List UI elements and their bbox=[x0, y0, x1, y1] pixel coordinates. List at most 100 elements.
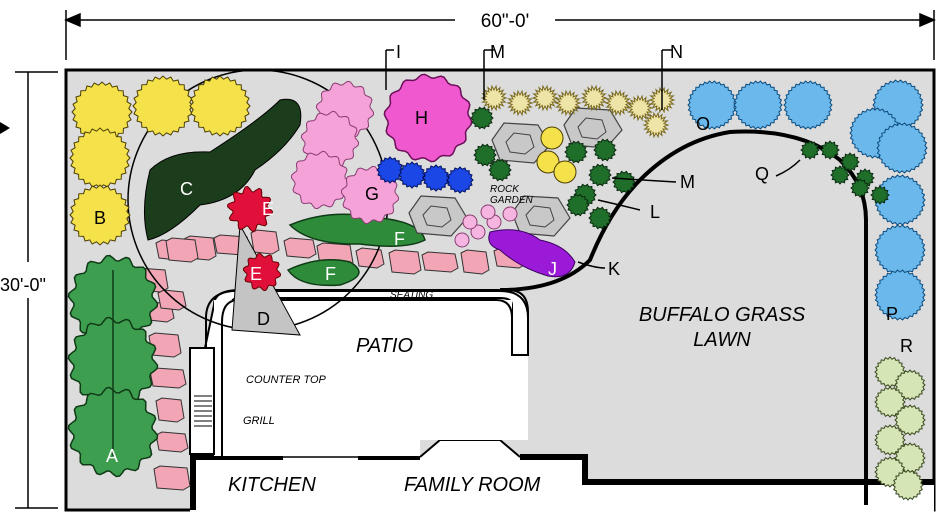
plant-f bbox=[288, 213, 426, 247]
label-rock-line2: GARDEN bbox=[490, 195, 534, 206]
plant-h bbox=[383, 73, 473, 163]
paving-stone bbox=[155, 397, 185, 423]
plant-n bbox=[604, 89, 632, 117]
plant-label-l: L bbox=[650, 202, 660, 222]
plant-m bbox=[588, 163, 612, 187]
plant-label-m1: M bbox=[490, 42, 505, 62]
plant-label-j: J bbox=[548, 259, 557, 279]
rock-facet bbox=[505, 132, 535, 155]
plant-b bbox=[69, 127, 131, 189]
plant-label-m2: M bbox=[680, 172, 695, 192]
label-kitchen: KITCHEN bbox=[228, 474, 316, 496]
plant-label-a: A bbox=[106, 446, 118, 466]
plant-blue bbox=[422, 164, 450, 192]
rock-facet bbox=[422, 205, 452, 228]
label-grill: GRILL bbox=[243, 415, 275, 427]
plant-p bbox=[876, 122, 928, 174]
leader-lines bbox=[385, 49, 801, 269]
plant-label-b: B bbox=[94, 208, 106, 228]
rock-facet bbox=[577, 117, 607, 140]
plant-b bbox=[69, 184, 131, 246]
plant-r bbox=[874, 386, 906, 418]
label-lawn-line2: LAWN bbox=[693, 329, 751, 351]
rock-facet bbox=[525, 205, 555, 228]
plant-label-f1: F bbox=[394, 229, 405, 249]
plantings bbox=[67, 69, 928, 501]
plant-p bbox=[874, 224, 926, 276]
seating-wall bbox=[205, 290, 529, 456]
plant-r bbox=[894, 404, 926, 436]
plant-m bbox=[588, 206, 612, 230]
house-wall bbox=[190, 454, 934, 510]
plant-q bbox=[830, 165, 850, 185]
plant-c bbox=[143, 98, 302, 241]
plant-k bbox=[454, 232, 470, 248]
plant-m bbox=[488, 158, 512, 182]
plant-l bbox=[553, 160, 577, 184]
plant-k bbox=[462, 214, 478, 230]
plant-n bbox=[506, 89, 534, 117]
plant-r bbox=[894, 369, 926, 401]
width-dimension bbox=[64, 10, 936, 60]
plant-m bbox=[473, 143, 497, 167]
plant-g bbox=[300, 110, 360, 170]
plant-label-n: N bbox=[670, 42, 683, 62]
height-label: 30'-0" bbox=[0, 275, 46, 295]
paving-stone bbox=[250, 229, 280, 255]
label-rock-line1: ROCK bbox=[490, 184, 520, 195]
plant-f bbox=[286, 259, 360, 287]
plant-label-o: O bbox=[696, 114, 710, 134]
plant-n bbox=[642, 111, 670, 139]
plant-n bbox=[554, 89, 582, 117]
plant-label-e2: E bbox=[250, 264, 262, 284]
plant-label-r: R bbox=[900, 336, 913, 356]
plant-o bbox=[783, 80, 833, 130]
plant-r bbox=[892, 469, 924, 501]
plant-n bbox=[480, 84, 508, 112]
plant-label-p: P bbox=[886, 304, 898, 324]
plant-label-g: G bbox=[365, 184, 379, 204]
plant-label-d: D bbox=[257, 309, 270, 329]
label-lawn-line1: BUFFALO GRASS bbox=[639, 304, 806, 326]
plant-m bbox=[612, 170, 636, 194]
plant-l bbox=[536, 150, 560, 174]
plant-e bbox=[242, 252, 282, 292]
paving-stone bbox=[157, 289, 187, 311]
plant-blue bbox=[398, 161, 426, 189]
plant-label-e1: E bbox=[262, 199, 274, 219]
plant-l bbox=[540, 126, 564, 150]
patio-floor bbox=[214, 300, 528, 456]
plant-n bbox=[531, 84, 559, 112]
paving-stone bbox=[165, 237, 199, 263]
paving-stones bbox=[131, 229, 527, 491]
plant-m bbox=[470, 106, 494, 130]
paving-stone bbox=[153, 465, 191, 491]
plant-o bbox=[687, 80, 737, 130]
plant-m bbox=[564, 140, 588, 164]
paving-stone bbox=[421, 251, 459, 273]
paving-stone bbox=[460, 249, 490, 275]
plant-blue bbox=[446, 166, 474, 194]
plant-q bbox=[870, 185, 890, 205]
label-seating: SEATING bbox=[390, 290, 433, 301]
plant-m bbox=[593, 138, 617, 162]
plant-label-q: Q bbox=[755, 164, 769, 184]
plant-q bbox=[840, 152, 860, 172]
plant-n bbox=[580, 84, 608, 112]
plant-n bbox=[626, 94, 654, 122]
plant-b bbox=[189, 75, 251, 137]
plant-e bbox=[226, 185, 274, 233]
plant-label-i: I bbox=[396, 42, 401, 62]
width-label: 60"-0' bbox=[481, 11, 529, 32]
grill-grate bbox=[194, 395, 212, 427]
plant-j bbox=[488, 229, 576, 278]
plant-r bbox=[874, 424, 906, 456]
plant-q bbox=[850, 178, 870, 198]
plant-o bbox=[733, 80, 783, 130]
plant-label-h: H bbox=[415, 108, 428, 128]
plant-k bbox=[502, 206, 518, 222]
plant-label-c: C bbox=[180, 179, 193, 199]
label-patio: PATIO bbox=[356, 335, 413, 357]
label-family-room: FAMILY ROOM bbox=[404, 474, 541, 496]
